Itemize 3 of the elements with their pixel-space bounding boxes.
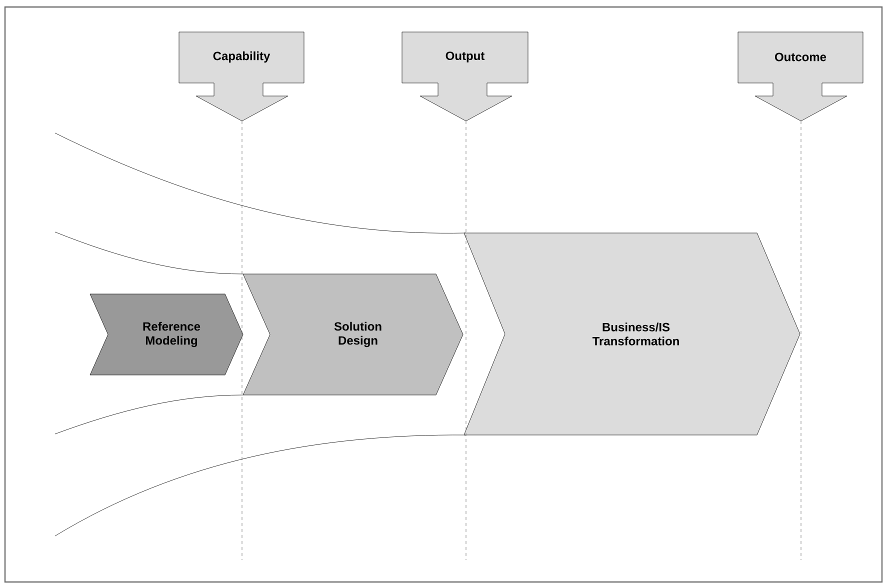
process-step: Solution Design (242, 274, 464, 396)
process-step: Reference Modeling (90, 294, 244, 376)
process-step: Business/IS Transformation (464, 232, 800, 436)
